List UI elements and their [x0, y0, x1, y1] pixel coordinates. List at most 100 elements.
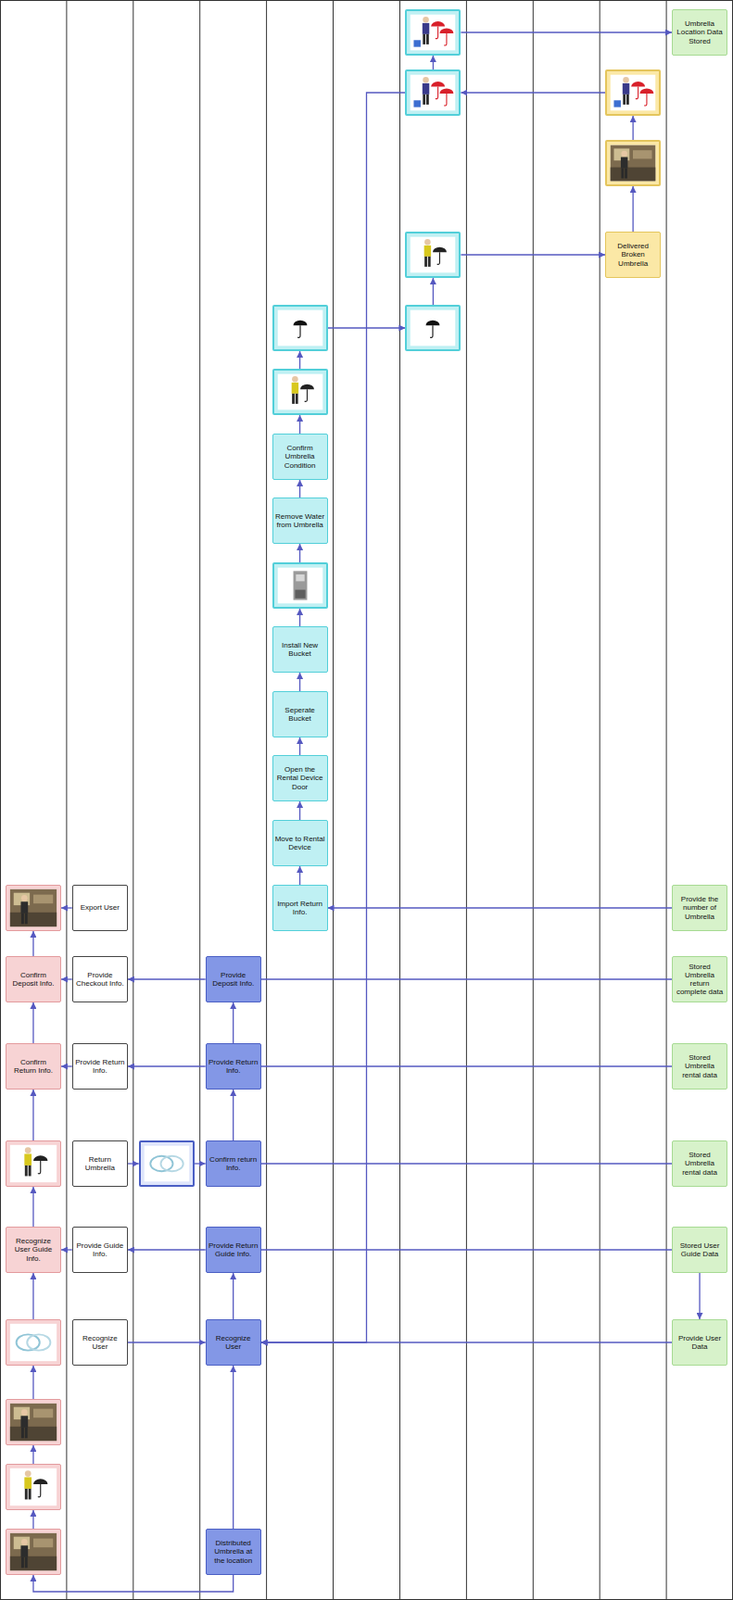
- illustration: [6, 885, 61, 931]
- umbrella-handle: [297, 325, 301, 338]
- picture-box: [272, 304, 329, 352]
- person-body: [622, 83, 630, 95]
- flow-connector: [32, 1510, 34, 1530]
- picture-ground: [10, 1403, 57, 1441]
- picture-box: [5, 884, 62, 932]
- process-box: Confirm Umbrella Condition: [272, 433, 329, 481]
- person-head: [25, 1470, 32, 1478]
- process-box: Confirm Deposit Info.: [5, 956, 62, 1003]
- person-leg: [28, 1489, 32, 1501]
- box-label: Remove Water from Umbrella: [275, 512, 326, 530]
- umbrella-handle: [435, 26, 439, 39]
- device-body: [292, 570, 307, 600]
- process-box: Stored Umbrella return complete data: [671, 956, 728, 1003]
- box-label: Provide the number of Umbrella: [674, 895, 725, 922]
- box-label: Stored Umbrella rental data: [674, 1150, 725, 1177]
- person-leg: [25, 1165, 28, 1177]
- flow-connector: [232, 1089, 234, 1141]
- flow-connector: [299, 351, 301, 369]
- illustration: [6, 1141, 61, 1187]
- person-figure: [422, 76, 430, 105]
- box-label: Recognize User: [208, 1334, 259, 1352]
- person-figure: [424, 239, 431, 267]
- person-head: [21, 1539, 28, 1546]
- person-body: [20, 1415, 28, 1428]
- flow-connector: [261, 1249, 672, 1251]
- person-figure: [20, 1539, 28, 1568]
- person-leg: [21, 913, 25, 925]
- person-body: [620, 157, 628, 169]
- box-label: Provide Deposit Info.: [208, 971, 259, 988]
- person-leg: [28, 1165, 32, 1177]
- box-label: Install New Bucket: [275, 641, 326, 658]
- box-label: Recognize User: [75, 1334, 126, 1352]
- lane-divider: [466, 0, 468, 1600]
- illustration: [6, 1400, 61, 1445]
- person-leg: [21, 1428, 25, 1440]
- umbrella-canopy: [300, 384, 315, 391]
- umbrella-symbol: [440, 88, 455, 106]
- umbrella-handle: [37, 1484, 41, 1498]
- box-label: Return Umbrella: [75, 1155, 126, 1173]
- umbrella-canopy: [640, 88, 655, 94]
- flow-connector: [32, 1365, 34, 1400]
- flow-connector: [698, 1273, 700, 1320]
- process-box: Return Umbrella: [72, 1140, 128, 1188]
- flow-connector: [127, 1065, 206, 1067]
- umbrella-canopy: [426, 320, 441, 327]
- illustration: [406, 306, 459, 350]
- photo-sign: [33, 1539, 53, 1549]
- box-label: Open the Rental Device Door: [275, 765, 326, 792]
- process-box: Umbrella Location Data Stored: [671, 9, 728, 56]
- person-figure: [20, 1409, 28, 1439]
- person-figure: [24, 1470, 32, 1500]
- picture-ground: [610, 145, 657, 182]
- process-box: Recognize User Guide Info.: [5, 1226, 62, 1274]
- person-figure: [20, 895, 28, 924]
- lane-divider: [132, 0, 134, 1600]
- flow-connector: [328, 907, 672, 909]
- box-label: Stored Umbrella rental data: [674, 1053, 725, 1080]
- flow-connector: [299, 480, 301, 498]
- umbrella-symbol: [292, 320, 307, 339]
- flow-connector: [32, 1089, 34, 1141]
- flow-connector: [32, 1002, 34, 1044]
- person-leg: [25, 1489, 28, 1501]
- process-box: Recognize User: [205, 1319, 262, 1366]
- flow-connector: [299, 543, 301, 563]
- flow-connector: [127, 978, 206, 980]
- box-label: Provide Checkout Info.: [75, 971, 126, 988]
- umbrella-handle: [444, 93, 448, 106]
- illustration: [140, 1142, 193, 1186]
- person-body: [422, 83, 430, 95]
- umbrella-handle: [644, 93, 647, 106]
- lane-divider: [332, 0, 334, 1600]
- person-leg: [294, 393, 298, 405]
- person-leg: [423, 34, 427, 45]
- box-label: Recognize User Guide Info.: [8, 1237, 59, 1264]
- device-bucket: [294, 590, 305, 599]
- picture-box: [139, 1140, 195, 1188]
- box-label: Stored Umbrella return complete data: [674, 962, 725, 998]
- picture-box: [272, 562, 329, 609]
- umbrella-handle: [37, 1161, 41, 1175]
- process-box: Provide Return Guide Info.: [205, 1226, 262, 1274]
- box-label: Provide Return Guide Info.: [208, 1241, 259, 1259]
- umbrella-canopy: [33, 1478, 48, 1485]
- lane-divider: [399, 0, 401, 1600]
- picture-box: [404, 9, 461, 56]
- umbrella-symbol: [33, 1155, 48, 1174]
- box-label: Provide Return Info.: [208, 1058, 259, 1075]
- picture-box: [5, 1140, 62, 1188]
- flow-connector: [460, 91, 606, 93]
- photo-scene: [10, 889, 57, 927]
- illustration: [6, 1320, 61, 1365]
- picture-ground: [277, 568, 323, 605]
- person-head: [21, 895, 28, 902]
- picture-ground: [410, 237, 456, 274]
- umbrella-canopy: [432, 247, 447, 253]
- picture-box: [605, 139, 661, 187]
- person-head: [423, 76, 430, 83]
